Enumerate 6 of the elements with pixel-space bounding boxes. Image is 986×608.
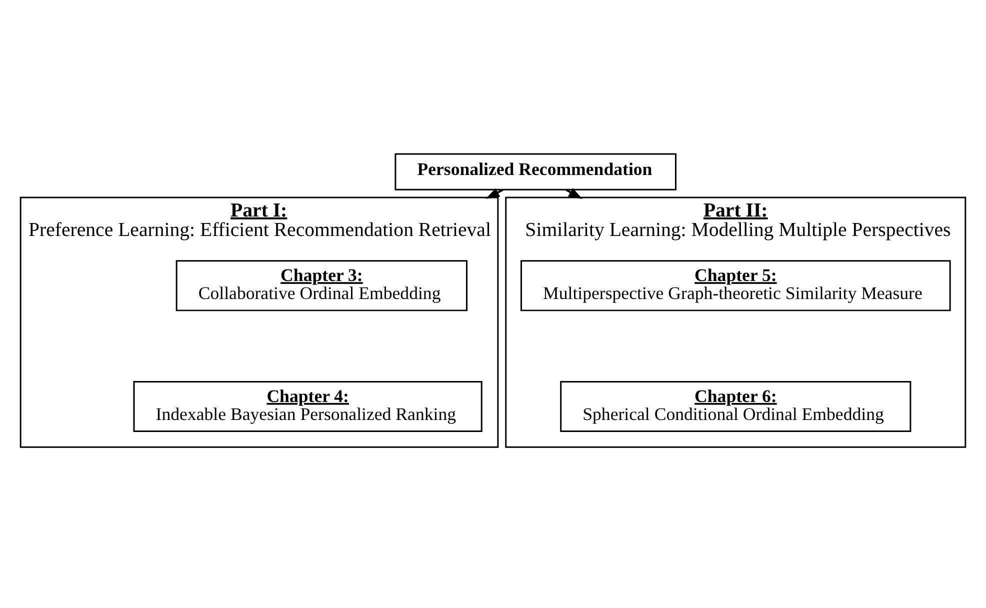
node-box: Chapter 4: Indexable Bayesian Personalized Ranking [133, 380, 482, 432]
node-box: Personalized Recommendation [394, 152, 676, 190]
node-box: Chapter 6: Spherical Conditional Ordinal Embedding [560, 380, 912, 432]
arrow [486, 188, 504, 198]
node-box: Chapter 5: Multiperspective Graph-theoretic Similarity Measure [520, 260, 951, 311]
node-box: Chapter 3: Collaborative Ordinal Embedding [176, 260, 468, 311]
